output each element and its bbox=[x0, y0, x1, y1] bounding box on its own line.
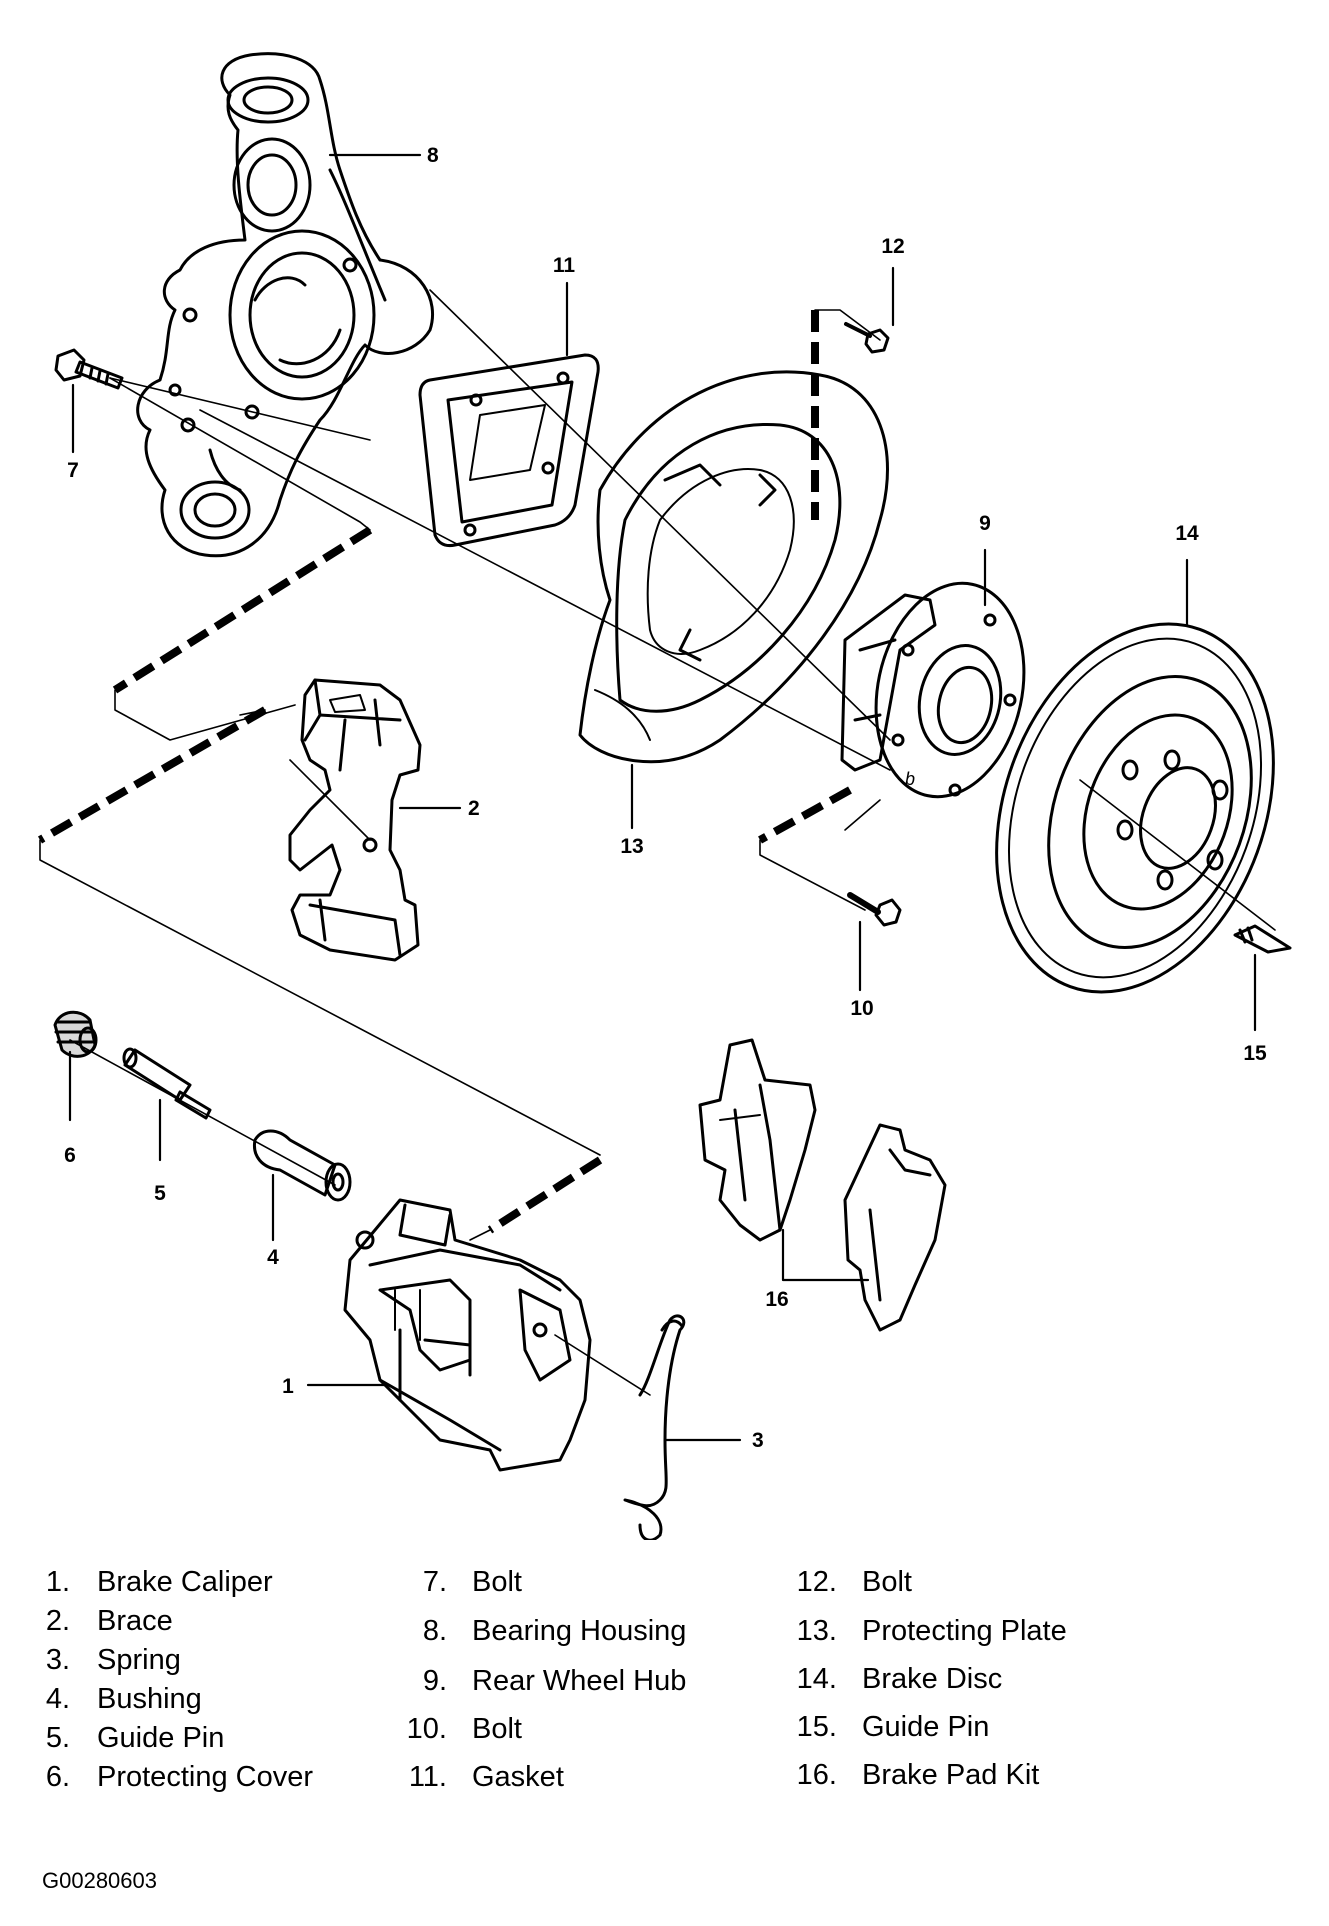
legend-number: 6. bbox=[45, 1761, 70, 1793]
legend-number: 11. bbox=[408, 1761, 447, 1793]
callout-10: 10 bbox=[850, 997, 873, 1020]
legend-number: 7. bbox=[422, 1566, 447, 1598]
legend-label: Brake Caliper bbox=[97, 1566, 273, 1598]
dashed-alignment-paths bbox=[37, 310, 852, 1234]
protecting-plate bbox=[578, 370, 889, 764]
legend-number: 10. bbox=[406, 1713, 447, 1745]
callout-16: 16 bbox=[765, 1288, 788, 1311]
legend-label: Bearing Housing bbox=[472, 1615, 687, 1647]
brake-caliper bbox=[343, 1198, 592, 1472]
callout-5: 5 bbox=[154, 1182, 166, 1205]
callout-1: 1 bbox=[282, 1375, 294, 1398]
callout-6: 6 bbox=[64, 1144, 76, 1167]
legend-number: 4. bbox=[45, 1683, 70, 1715]
bushing bbox=[252, 1129, 352, 1202]
assembly-lines bbox=[69, 289, 1276, 1396]
legend-number: 14. bbox=[796, 1663, 837, 1695]
figure-code: G00280603 bbox=[42, 1868, 157, 1893]
bolt-10 bbox=[847, 892, 902, 927]
callout-11: 11 bbox=[553, 254, 576, 277]
exploded-brake-diagram: 1 2 3 4 5 6 7 8 9 10 11 12 13 14 15 16 b bbox=[37, 52, 1292, 1540]
legend-number: 13. bbox=[796, 1615, 837, 1647]
callout-7: 7 bbox=[67, 459, 79, 482]
legend-label: Guide Pin bbox=[862, 1711, 990, 1743]
legend-number: 1. bbox=[45, 1566, 70, 1598]
brake-pad-kit bbox=[698, 1038, 947, 1332]
bolt-12 bbox=[844, 322, 890, 354]
callout-8: 8 bbox=[427, 144, 439, 167]
thin-alignment-paths bbox=[39, 309, 881, 1241]
legend-label: Bolt bbox=[862, 1566, 912, 1598]
legend-label: Brake Pad Kit bbox=[862, 1759, 1040, 1791]
guide-pin-15 bbox=[1233, 924, 1292, 954]
legend-label: Bolt bbox=[472, 1713, 522, 1745]
legend-number: 9. bbox=[422, 1665, 447, 1697]
legend-label: Bolt bbox=[472, 1566, 522, 1598]
legend-label: Gasket bbox=[472, 1761, 564, 1793]
rear-wheel-hub bbox=[840, 581, 1026, 799]
legend-label: Protecting Plate bbox=[862, 1615, 1067, 1647]
legend-label: Spring bbox=[97, 1644, 181, 1676]
hub-mark-b: b bbox=[905, 769, 915, 789]
legend-label: Bushing bbox=[97, 1683, 202, 1715]
brace bbox=[288, 678, 422, 962]
legend-number: 15. bbox=[796, 1711, 837, 1743]
legend-label: Protecting Cover bbox=[97, 1761, 313, 1793]
legend-number: 3. bbox=[45, 1644, 70, 1676]
gasket bbox=[418, 353, 600, 547]
callout-3: 3 bbox=[752, 1429, 764, 1452]
callout-4: 4 bbox=[267, 1246, 279, 1269]
legend-number: 5. bbox=[45, 1722, 70, 1754]
legend-number: 16. bbox=[796, 1759, 837, 1791]
callout-9: 9 bbox=[979, 512, 991, 535]
bearing-housing bbox=[136, 52, 435, 558]
callout-2: 2 bbox=[468, 797, 480, 820]
guide-pin-5 bbox=[122, 1047, 212, 1120]
protecting-cover bbox=[53, 1010, 98, 1058]
leader-lines bbox=[68, 153, 1257, 1442]
callout-13: 13 bbox=[620, 835, 643, 858]
legend-label: Brace bbox=[97, 1605, 173, 1637]
callout-15: 15 bbox=[1243, 1042, 1267, 1065]
legend-number: 2. bbox=[45, 1605, 70, 1637]
callout-numbers: 1 2 3 4 5 6 7 8 9 10 11 12 13 14 15 16 b bbox=[64, 144, 1267, 1452]
brake-disc bbox=[995, 622, 1275, 994]
legend-label: Guide Pin bbox=[97, 1722, 225, 1754]
callout-14: 14 bbox=[1175, 522, 1199, 545]
legend-label: Rear Wheel Hub bbox=[472, 1665, 687, 1697]
legend-label: Brake Disc bbox=[862, 1663, 1003, 1695]
legend-number: 8. bbox=[422, 1615, 447, 1647]
bolt-7 bbox=[54, 348, 124, 390]
callout-12: 12 bbox=[881, 235, 904, 258]
spring bbox=[623, 1314, 686, 1540]
legend-number: 12. bbox=[796, 1566, 837, 1598]
